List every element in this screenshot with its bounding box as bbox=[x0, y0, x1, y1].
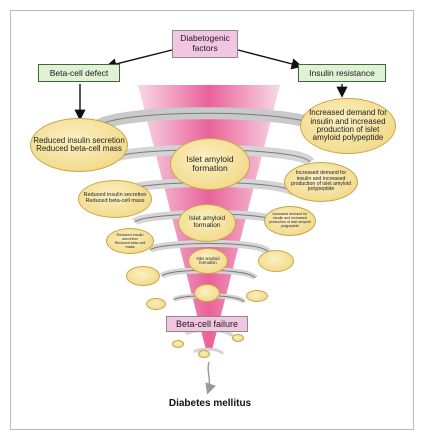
tiny-ellipse bbox=[194, 284, 220, 302]
tiny-ellipse bbox=[126, 266, 160, 286]
right-label-medium: Increased demand for insulin and increas… bbox=[284, 162, 358, 202]
tiny-ellipse bbox=[232, 334, 244, 342]
left-label-large: Reduced insulin secretion Reduced beta-c… bbox=[30, 118, 128, 172]
right-label-large: Increased demand for insulin and increas… bbox=[300, 98, 396, 154]
diabetes-mellitus-label: Diabetes mellitus bbox=[168, 398, 252, 409]
center-label-medium: Islet amyloid formation bbox=[178, 204, 236, 242]
arrow-to-insulin-resistance bbox=[237, 49, 303, 70]
left-label-medium: Reduced insulin secretion Reduced beta-c… bbox=[78, 180, 152, 218]
tiny-ellipse bbox=[198, 350, 210, 358]
tiny-ellipse bbox=[146, 298, 166, 310]
beta-cell-defect-box: Beta-cell defect bbox=[38, 64, 120, 82]
insulin-resistance-box: Insulin resistance bbox=[298, 64, 386, 82]
center-label-small: Islet amyloid formation bbox=[188, 248, 228, 274]
tiny-ellipse bbox=[258, 250, 294, 272]
figure-frame bbox=[10, 10, 414, 430]
left-label-small: Reduced insulin secretion Reduced beta-c… bbox=[106, 228, 154, 254]
arrow-to-beta-cell-defect bbox=[105, 49, 173, 70]
beta-cell-failure-box: Beta-cell failure bbox=[166, 316, 248, 332]
center-label-large: Islet amyloid formation bbox=[170, 138, 250, 190]
diabetogenic-factors-box: Diabetogenic factors bbox=[172, 30, 238, 58]
right-label-small: Increased demand for insulin and increas… bbox=[264, 206, 316, 236]
tiny-ellipse bbox=[246, 290, 268, 302]
arrow-to-diabetes bbox=[205, 361, 216, 395]
tiny-ellipse bbox=[172, 340, 184, 348]
